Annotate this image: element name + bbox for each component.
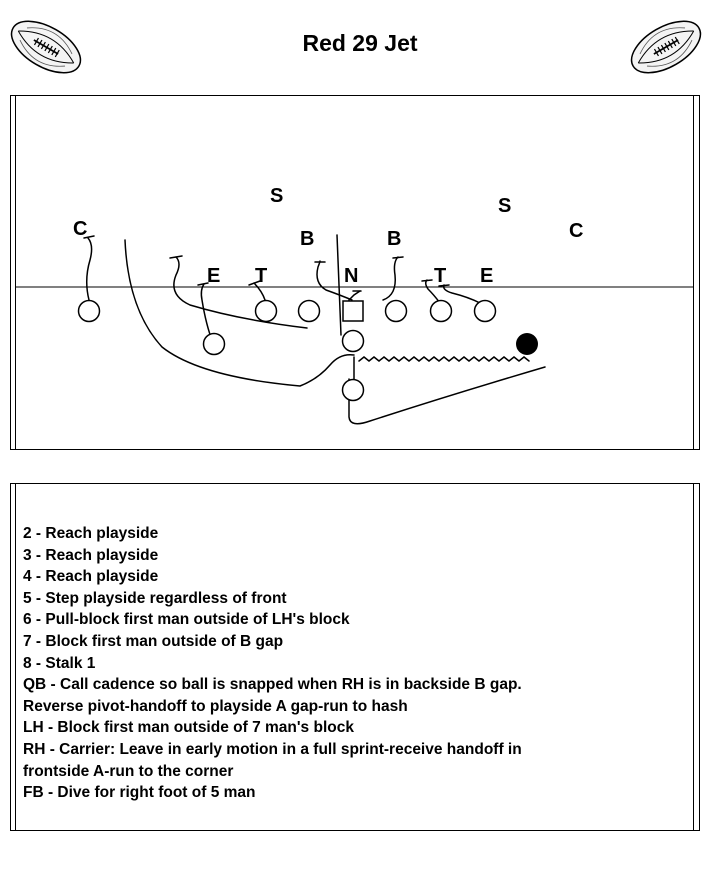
note-line: 8 - Stalk 1: [23, 654, 96, 672]
defender-corner-left: C: [73, 218, 87, 240]
note-line: FB - Dive for right foot of 5 man: [23, 784, 256, 802]
note-line: LH - Block first man outside of 7 man's …: [23, 719, 354, 737]
block-lb: [382, 256, 399, 301]
defender-end-right: E: [480, 265, 493, 287]
route-motion: [358, 356, 530, 362]
assignment-notes-list: 2 - Reach playside 3 - Reach playside 4 …: [23, 523, 683, 804]
note-line: 6 - Pull-block first man outside of LH's…: [23, 611, 350, 629]
football-icon: [630, 20, 702, 74]
assignment-notes-panel: 2 - Reach playside 3 - Reach playside 4 …: [10, 483, 700, 831]
defender-tackle-left: T: [255, 265, 267, 287]
player-qb: [341, 329, 365, 353]
player-tight-end: [473, 299, 497, 323]
note-line: 2 - Reach playside: [23, 525, 159, 542]
block-3: [253, 282, 266, 301]
play-diagram: S S C C B B E T N T E: [10, 95, 700, 450]
notes-frame: [10, 483, 700, 831]
player-lh: [202, 332, 226, 356]
note-line: RH - Carrier: Leave in early motion in a…: [23, 740, 522, 758]
play-diagram-canvas: S S C C B B E T N T E: [10, 95, 700, 450]
player-center: [342, 300, 364, 322]
block-7b: [442, 284, 481, 304]
block-6-pull: [173, 256, 308, 329]
route-fb-vertical: [336, 234, 342, 336]
defender-tackle-right: T: [434, 265, 446, 287]
defender-linebacker-left: B: [300, 228, 314, 250]
defender-linebacker-right: B: [387, 228, 401, 250]
page-title: Red 29 Jet: [302, 30, 418, 56]
note-line: 7 - Block first man outside of B gap: [23, 632, 284, 650]
player-rh: [516, 333, 538, 355]
defender-safety-right: S: [498, 195, 511, 217]
player-tackle-right: [429, 299, 453, 323]
route-rh: [124, 239, 355, 387]
defender-end-left: E: [207, 265, 220, 287]
note-line: 3 - Reach playside: [23, 546, 159, 564]
player-split-end: [77, 299, 101, 323]
player-guard-right: [384, 299, 408, 323]
defender-safety-left: S: [270, 185, 283, 207]
football-icon: [10, 20, 82, 74]
defender-nose: N: [344, 265, 358, 287]
player-fb: [341, 378, 365, 402]
route-fb: [348, 366, 546, 425]
note-line: Reverse pivot-handoff to playside A gap-…: [23, 697, 408, 715]
note-line: 5 - Step playside regardless of front: [23, 589, 287, 607]
defender-corner-right: C: [569, 220, 583, 242]
block-7: [424, 279, 441, 304]
note-line: 4 - Reach playside: [23, 568, 159, 586]
player-guard-left: [297, 299, 321, 323]
note-line: frontside A-run to the corner: [23, 762, 234, 780]
block-lh: [200, 283, 214, 344]
note-line: QB - Call cadence so ball is snapped whe…: [23, 676, 522, 694]
player-tackle-left: [254, 299, 278, 323]
route-8-stalk: [86, 237, 93, 301]
